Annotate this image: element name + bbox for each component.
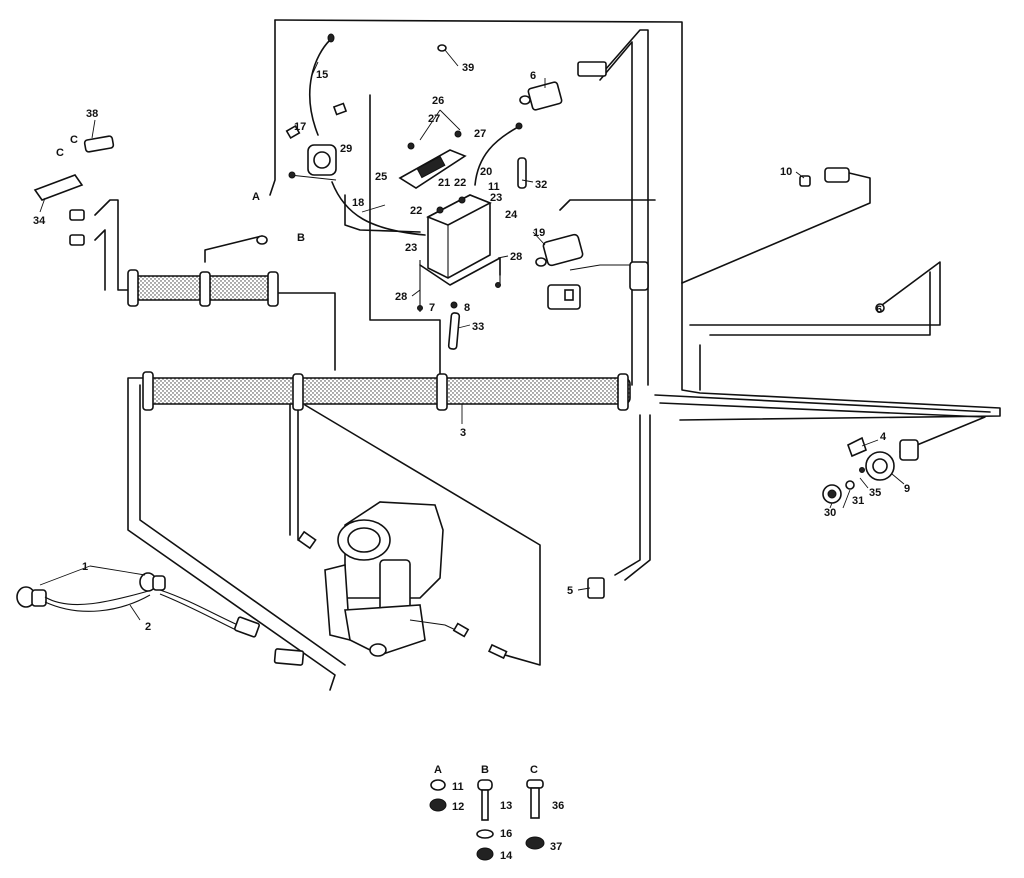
relay-19: [535, 233, 630, 310]
switch-34: [33, 135, 115, 246]
label-detail-c: C: [530, 764, 538, 776]
cable-18: [331, 181, 426, 236]
label-c-1: C: [56, 147, 64, 159]
label-27-left: 27: [428, 113, 440, 125]
connector-10: [799, 167, 850, 187]
label-15: 15: [316, 69, 328, 81]
label-c-2: C: [70, 134, 78, 146]
label-ref-b: B: [297, 232, 305, 244]
label-11-top: 11: [488, 181, 500, 193]
label-35: 35: [869, 487, 881, 499]
label-31: 31: [852, 495, 864, 507]
label-ref-a: A: [252, 191, 260, 203]
engine: [297, 501, 508, 660]
battery-holddown: [398, 130, 467, 189]
loom-clamp: [617, 373, 629, 411]
solenoid: [288, 144, 337, 181]
label-17: 17: [294, 121, 306, 133]
loom-clamp: [436, 373, 448, 411]
label-21: 21: [438, 177, 450, 189]
label-39: 39: [462, 62, 474, 74]
label-3: 3: [460, 427, 466, 439]
label-33: 33: [472, 321, 484, 333]
headlight-assembly: [16, 572, 305, 666]
label-22-top: 22: [454, 177, 466, 189]
label-23-top: 23: [490, 192, 502, 204]
wire-runs: [94, 19, 1001, 691]
label-9: 9: [904, 483, 910, 495]
label-20: 20: [480, 166, 492, 178]
label-28-right: 28: [510, 251, 522, 263]
label-30: 30: [824, 507, 836, 519]
label-5: 5: [567, 585, 573, 597]
label-22-mid: 22: [410, 205, 422, 217]
label-37: 37: [550, 841, 562, 853]
switch-5: [587, 577, 605, 599]
label-26: 26: [432, 95, 444, 107]
label-6-right: 6: [876, 304, 882, 316]
loom-clamp: [199, 271, 211, 307]
main-loom: [144, 377, 631, 405]
small-hardware: [256, 44, 885, 350]
label-18: 18: [352, 197, 364, 209]
label-7: 7: [429, 302, 435, 314]
label-32: 32: [535, 179, 547, 191]
loom-clamp: [292, 373, 304, 411]
label-25: 25: [375, 171, 387, 183]
label-13: 13: [500, 800, 512, 812]
label-6-top: 6: [530, 70, 536, 82]
label-19: 19: [533, 227, 545, 239]
wire-looms: [127, 261, 649, 411]
battery: [419, 194, 501, 312]
label-4: 4: [880, 431, 887, 443]
ignition-switch: [822, 436, 919, 504]
label-2: 2: [145, 621, 151, 633]
label-8: 8: [464, 302, 470, 314]
label-27-right: 27: [474, 128, 486, 140]
loom-clamp: [629, 261, 649, 291]
label-16: 16: [500, 828, 512, 840]
label-29: 29: [340, 143, 352, 155]
label-23-mid: 23: [405, 242, 417, 254]
relay-6: [519, 61, 607, 111]
loom-clamp: [267, 271, 279, 307]
label-11-detail: 11: [452, 781, 464, 793]
label-10: 10: [780, 166, 792, 178]
leader-lines: [39, 49, 905, 621]
label-36-detail: 36: [552, 800, 564, 812]
label-28-left: 28: [395, 291, 407, 303]
label-detail-b: B: [481, 764, 489, 776]
label-14: 14: [500, 850, 513, 862]
label-12: 12: [452, 801, 464, 813]
loom-clamp: [142, 371, 154, 411]
label-38: 38: [86, 108, 98, 120]
hardware-detail: [429, 779, 545, 861]
part-labels: 1 2 3 4 5 6 6 7 8 9 10 11 11 12 13 14 15…: [33, 62, 910, 862]
label-24: 24: [505, 209, 518, 221]
cable-20: [474, 122, 523, 186]
cable-15: [309, 33, 335, 136]
label-34: 34: [33, 215, 46, 227]
loom-clamp: [127, 269, 139, 307]
label-detail-a: A: [434, 764, 442, 776]
label-1: 1: [82, 561, 88, 573]
